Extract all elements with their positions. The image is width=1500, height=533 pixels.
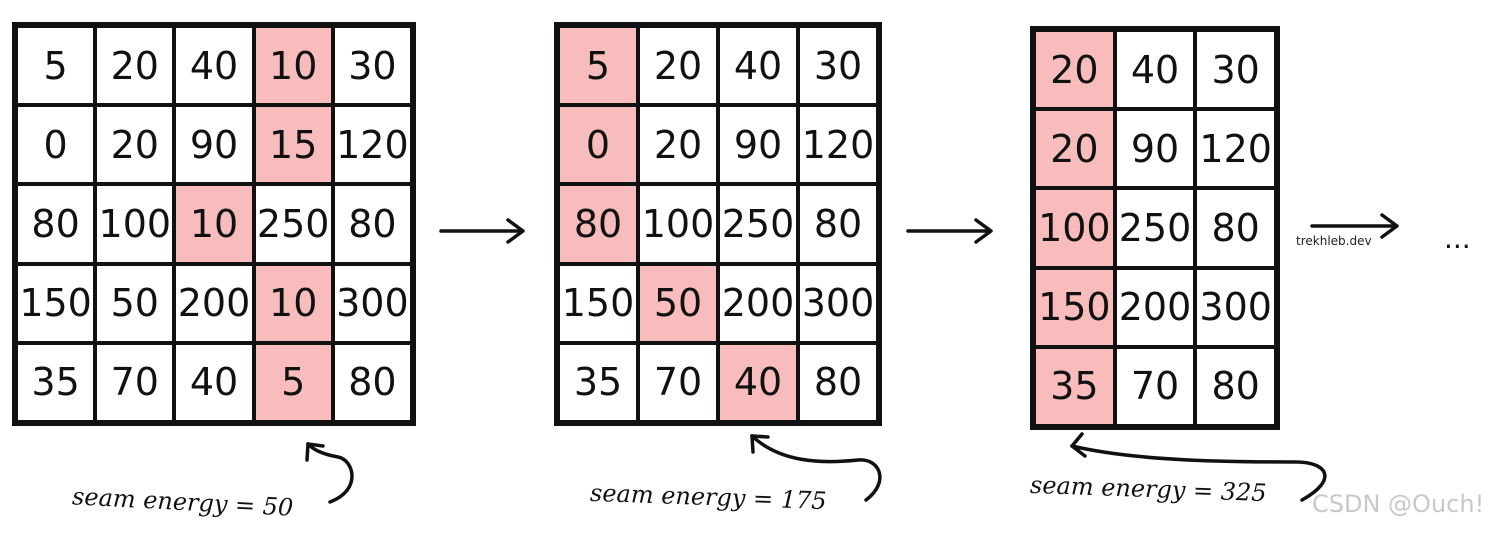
energy-cell: 0 — [16, 105, 96, 185]
energy-cell: 30 — [798, 26, 878, 106]
energy-cell: 250 — [253, 184, 333, 264]
energy-cell: 90 — [174, 105, 254, 185]
energy-cell: 20 — [638, 105, 718, 185]
energy-cell: 70 — [638, 342, 718, 422]
energy-cell: 150 — [16, 263, 96, 343]
energy-cell: 30 — [332, 26, 412, 106]
energy-cell: 250 — [718, 184, 798, 264]
energy-cell: 20 — [95, 26, 175, 106]
seam-pointer-arrow-1 — [305, 442, 354, 504]
seam-cell: 50 — [638, 263, 718, 343]
energy-cell: 150 — [558, 263, 638, 343]
energy-cell: 80 — [16, 184, 96, 264]
seam-pointer-arrow-2 — [750, 434, 882, 502]
energy-cell: 100 — [95, 184, 175, 264]
seam-cell: 40 — [718, 342, 798, 422]
seam-cell: 0 — [558, 105, 638, 185]
energy-cell: 30 — [1195, 30, 1276, 110]
energy-cell: 300 — [1195, 267, 1276, 347]
energy-cell: 80 — [332, 342, 412, 422]
energy-cell: 50 — [95, 263, 175, 343]
seam-cell: 5 — [253, 342, 333, 422]
seam-cell: 20 — [1034, 30, 1115, 110]
energy-cell: 80 — [1195, 188, 1276, 268]
energy-cell: 80 — [332, 184, 412, 264]
energy-cell: 200 — [718, 263, 798, 343]
energy-cell: 120 — [1195, 109, 1276, 189]
seam-cell: 35 — [1034, 346, 1115, 426]
seam-cell: 150 — [1034, 267, 1115, 347]
continuation-ellipsis: ... — [1444, 222, 1471, 255]
energy-cell: 250 — [1114, 188, 1196, 268]
seam-pointer-arrow-3 — [1070, 432, 1327, 502]
energy-cell: 80 — [798, 184, 878, 264]
seam-cell: 10 — [253, 26, 333, 106]
energy-cell: 40 — [1114, 30, 1196, 110]
energy-cell: 120 — [798, 105, 878, 185]
energy-cell: 80 — [798, 342, 878, 422]
seam-cell: 10 — [253, 263, 333, 343]
csdn-watermark: CSDN @Ouch! — [1312, 490, 1485, 518]
energy-cell: 70 — [1114, 346, 1196, 426]
energy-cell: 35 — [558, 342, 638, 422]
seam-cell: 5 — [558, 26, 638, 106]
seam-cell: 20 — [1034, 109, 1115, 189]
energy-cell: 5 — [16, 26, 96, 106]
step-arrow-1 — [439, 218, 525, 244]
energy-cell: 40 — [718, 26, 798, 106]
energy-cell: 100 — [638, 184, 718, 264]
energy-cell: 35 — [16, 342, 96, 422]
energy-cell: 70 — [95, 342, 175, 422]
energy-cell: 20 — [638, 26, 718, 106]
seam-cell: 80 — [558, 184, 638, 264]
energy-cell: 300 — [332, 263, 412, 343]
energy-cell: 120 — [332, 105, 412, 185]
seam-cell: 10 — [174, 184, 254, 264]
energy-cell: 90 — [1114, 109, 1196, 189]
energy-cell: 80 — [1195, 346, 1276, 426]
energy-cell: 40 — [174, 26, 254, 106]
step-arrow-3 — [1310, 213, 1399, 239]
seam-cell: 15 — [253, 105, 333, 185]
energy-cell: 40 — [174, 342, 254, 422]
energy-cell: 200 — [174, 263, 254, 343]
energy-cell: 20 — [95, 105, 175, 185]
energy-cell: 300 — [798, 263, 878, 343]
site-watermark: trekhleb.dev — [1296, 234, 1372, 248]
seam-cell: 100 — [1034, 188, 1115, 268]
energy-cell: 90 — [718, 105, 798, 185]
energy-cell: 200 — [1114, 267, 1196, 347]
step-arrow-2 — [906, 218, 993, 244]
